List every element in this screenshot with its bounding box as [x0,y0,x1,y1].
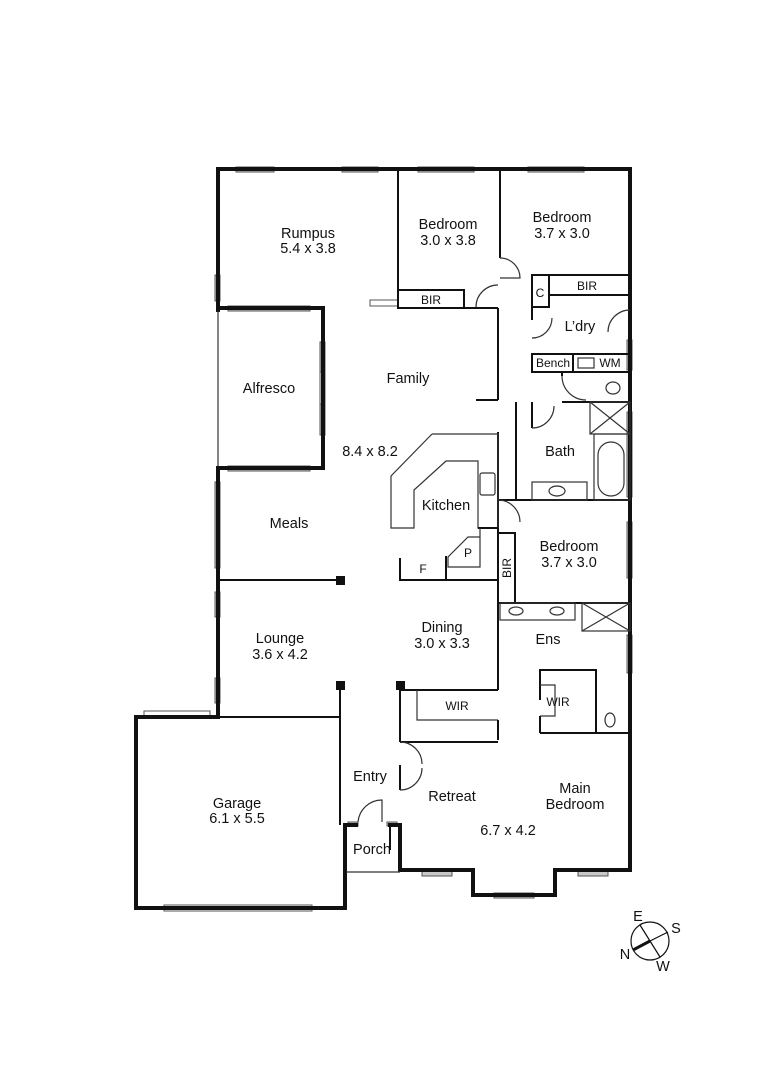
label-bir-bedroom-2: BIR [421,293,441,307]
label-fridge: F [419,562,426,576]
label-bir-bedroom-3: BIR [577,279,597,293]
label-bedroom-3: Bedroom [533,210,592,226]
size-bedroom-2: 3.0 x 3.8 [420,233,476,249]
label-meals: Meals [270,516,309,532]
label-ensuite: Ens [536,632,561,648]
size-family: 8.4 x 8.2 [342,444,398,460]
label-family: Family [387,371,430,387]
label-laundry: L’dry [565,319,596,335]
label-porch: Porch [353,842,391,858]
size-dining: 3.0 x 3.3 [414,636,470,652]
label-bath: Bath [545,444,575,460]
label-dining: Dining [421,620,462,636]
label-pantry: P [464,546,472,560]
label-bedroom-2: Bedroom [419,217,478,233]
compass-icon: E S N W [620,909,681,975]
label-rumpus: Rumpus [281,226,335,242]
label-kitchen: Kitchen [422,498,470,514]
label-main-bedroom-1: Main [559,781,590,797]
compass-w: W [656,959,670,975]
label-bir-bedroom-4: BIR [500,558,514,578]
label-wir-dining: WIR [445,699,469,713]
compass-e: E [633,909,643,925]
label-wir-ensuite: WIR [546,695,570,709]
size-rumpus: 5.4 x 3.8 [280,241,336,257]
compass-s: S [671,921,681,937]
size-garage: 6.1 x 5.5 [209,811,265,827]
label-retreat: Retreat [428,789,476,805]
fixture-labels: BIR C BIR Bench WM P F BIR WIR WIR [419,279,620,713]
size-lounge: 3.6 x 4.2 [252,647,308,663]
label-entry: Entry [353,769,388,785]
label-bench: Bench [536,356,570,370]
label-alfresco: Alfresco [243,381,295,397]
size-bedroom-4: 3.7 x 3.0 [541,555,597,571]
label-main-bedroom-2: Bedroom [546,797,605,813]
label-bedroom-4: Bedroom [540,539,599,555]
interior-walls [217,169,631,873]
door-swings [357,257,631,823]
label-garage: Garage [213,796,261,812]
label-washing-machine: WM [599,356,620,370]
size-main-bedroom: 6.7 x 4.2 [480,823,536,839]
label-lounge: Lounge [256,631,304,647]
exterior-walls [134,167,632,910]
label-cupboard: C [536,286,545,300]
room-labels: Rumpus 5.4 x 3.8 Bedroom 3.0 x 3.8 Bedro… [209,210,604,858]
size-bedroom-3: 3.7 x 3.0 [534,226,590,242]
compass-n: N [620,947,630,963]
